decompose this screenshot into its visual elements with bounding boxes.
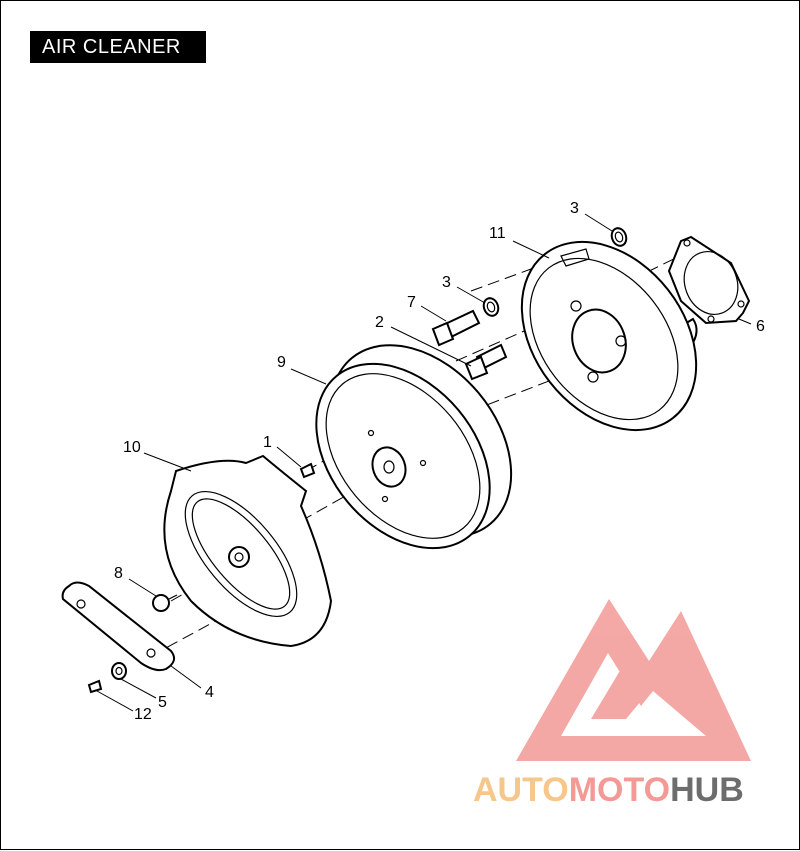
part-breather-fitting [464, 343, 508, 381]
callout-5: 5 [158, 694, 167, 711]
callout-11: 11 [489, 225, 506, 242]
part-o-ring-lower [482, 297, 500, 317]
callout-4: 4 [205, 684, 214, 701]
callout-3-upper: 3 [570, 200, 579, 217]
callout-12: 12 [134, 706, 152, 723]
watermark-logo [516, 599, 751, 761]
part-breather-bolt [431, 309, 481, 347]
part-o-ring-upper [610, 227, 628, 247]
callout-9: 9 [277, 354, 286, 371]
part-nut [152, 594, 178, 612]
svg-text:AUTOMOTOHUB: AUTOMOTOHUB [473, 771, 744, 809]
diagram-title: AIR CLEANER [30, 31, 206, 63]
part-small-screw [87, 679, 103, 694]
part-gasket [667, 235, 751, 325]
part-washer [111, 662, 127, 680]
watermark-part1: AUTO [473, 771, 569, 809]
leader-lines [96, 213, 752, 712]
part-filter-element [315, 344, 513, 550]
part-cover [163, 454, 333, 648]
callout-2: 2 [375, 314, 384, 331]
callout-6: 6 [756, 318, 765, 335]
callout-7: 7 [407, 294, 416, 311]
callout-labels: 1 2 3 3 4 5 6 7 8 9 10 11 12 [114, 200, 765, 723]
part-trim-plate [61, 581, 176, 672]
watermark-wordmark: AUTOMOTOHUB [473, 771, 744, 809]
callout-10: 10 [123, 439, 141, 456]
part-screw [299, 462, 316, 479]
watermark-part3: HUB [670, 771, 744, 809]
callout-8: 8 [114, 565, 123, 582]
callout-1: 1 [263, 434, 272, 451]
callout-3-lower: 3 [442, 274, 451, 291]
part-backplate [520, 240, 698, 432]
watermark-part2: MOTO [569, 771, 670, 809]
